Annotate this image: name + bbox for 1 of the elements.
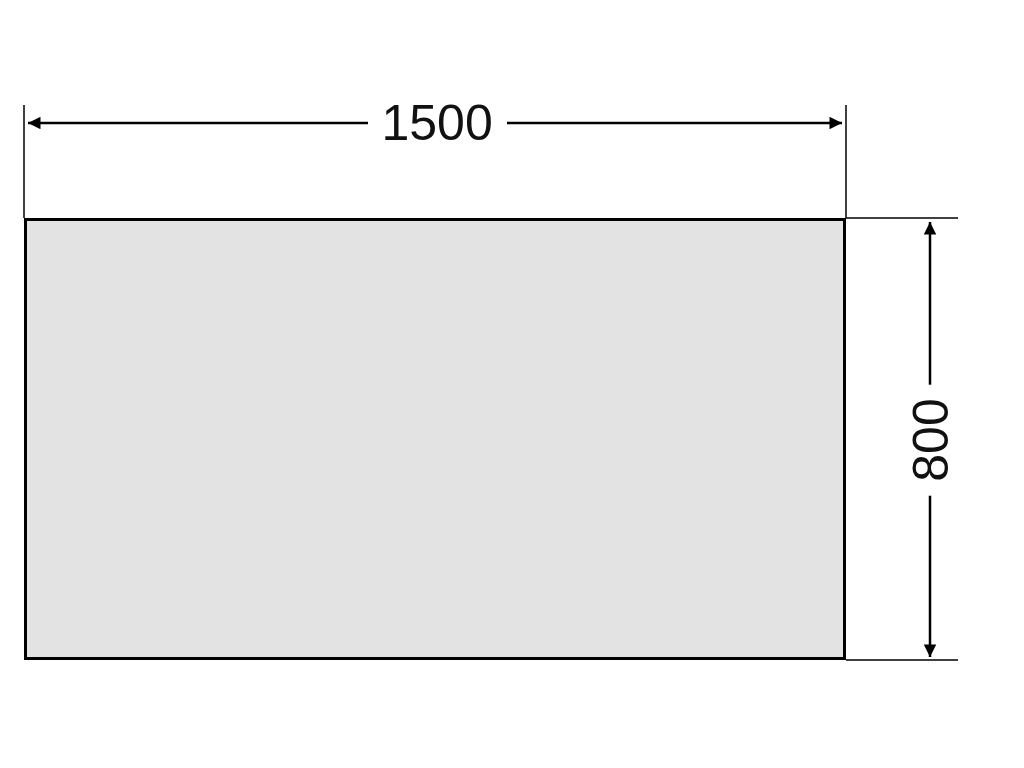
panel xyxy=(24,218,846,660)
